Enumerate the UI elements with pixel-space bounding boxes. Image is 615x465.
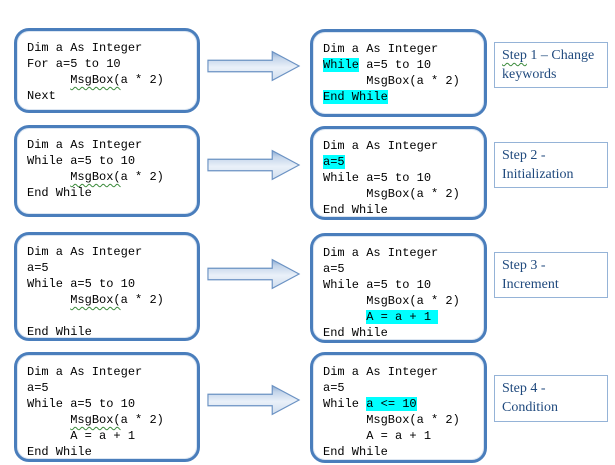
text-line: MsgBox(a * 2) [323, 74, 460, 88]
block-arrow-right-icon [207, 149, 301, 181]
step-label-3: Step 3 - Increment [494, 252, 608, 298]
text-line: End While [27, 325, 92, 339]
block-arrow-right-icon [207, 258, 301, 290]
text-line: A = a + 1 [323, 429, 432, 443]
text-line: End While [323, 90, 388, 104]
text-line: a=5 [323, 262, 345, 276]
block-arrow-right-icon [207, 50, 301, 82]
text-line: Dim a As Integer [27, 245, 143, 259]
text-line: a=5 [323, 155, 345, 169]
text-line: Dim a As Integer [323, 42, 439, 56]
text-line: Step 3 - [502, 258, 546, 273]
text-line: End While [27, 445, 92, 459]
text-line: Condition [502, 400, 559, 415]
text-line: Dim a As Integer [323, 139, 439, 153]
text-line: End While [323, 203, 388, 217]
text-line: While a=5 to 10 [323, 58, 432, 72]
text-line: While a=5 to 10 [323, 278, 432, 292]
text-line: MsgBox(a * 2) [70, 73, 164, 87]
text-line: A = a + 1 [27, 429, 136, 443]
text-line: MsgBox(a * 2) [70, 413, 164, 427]
text-line: A = a + 1 [366, 310, 439, 324]
block-arrow-right-icon [207, 384, 301, 416]
text-line: While a=5 to 10 [27, 154, 136, 168]
text-line: Dim a As Integer [323, 246, 439, 260]
text-line: Dim a As Integer [27, 365, 143, 379]
text-line: a=5 [27, 261, 49, 275]
text-line: MsgBox(a * 2) [70, 293, 164, 307]
text-line: MsgBox(a * 2) [323, 413, 460, 427]
text-line: Increment [502, 277, 559, 292]
text-line: Dim a As Integer [323, 365, 439, 379]
text-line: Step 4 - [502, 381, 546, 396]
text-line: While a=5 to 10 [27, 277, 136, 291]
text-line: a=5 [323, 381, 345, 395]
text-line: MsgBox(a * 2) [323, 294, 460, 308]
text-line: MsgBox(a * 2) [70, 170, 164, 184]
text-line: Step 1 – Change [502, 48, 595, 63]
text-line: keywords [502, 67, 557, 82]
step-label-4: Step 4 - Condition [494, 375, 608, 422]
text-line: While a=5 to 10 [27, 397, 136, 411]
text-line: While a <= 10 [323, 397, 417, 411]
text-line: Step 2 - [502, 148, 546, 163]
step-label-1: Step 1 – Change keywords [494, 42, 608, 88]
text-line: Next [27, 89, 56, 103]
step-label-2: Step 2 - Initialization [494, 142, 608, 188]
text-line [27, 308, 192, 324]
text-line: While a=5 to 10 [323, 171, 432, 185]
text-line: Dim a As Integer [27, 41, 143, 55]
text-line: Dim a As Integer [27, 138, 143, 152]
text-line: End While [323, 326, 388, 340]
text-line: a=5 [27, 381, 49, 395]
text-line: Initialization [502, 167, 574, 182]
text-line: MsgBox(a * 2) [323, 187, 460, 201]
text-line: End While [323, 445, 388, 459]
text-line: For a=5 to 10 [27, 57, 121, 71]
text-line: End While [27, 186, 92, 200]
